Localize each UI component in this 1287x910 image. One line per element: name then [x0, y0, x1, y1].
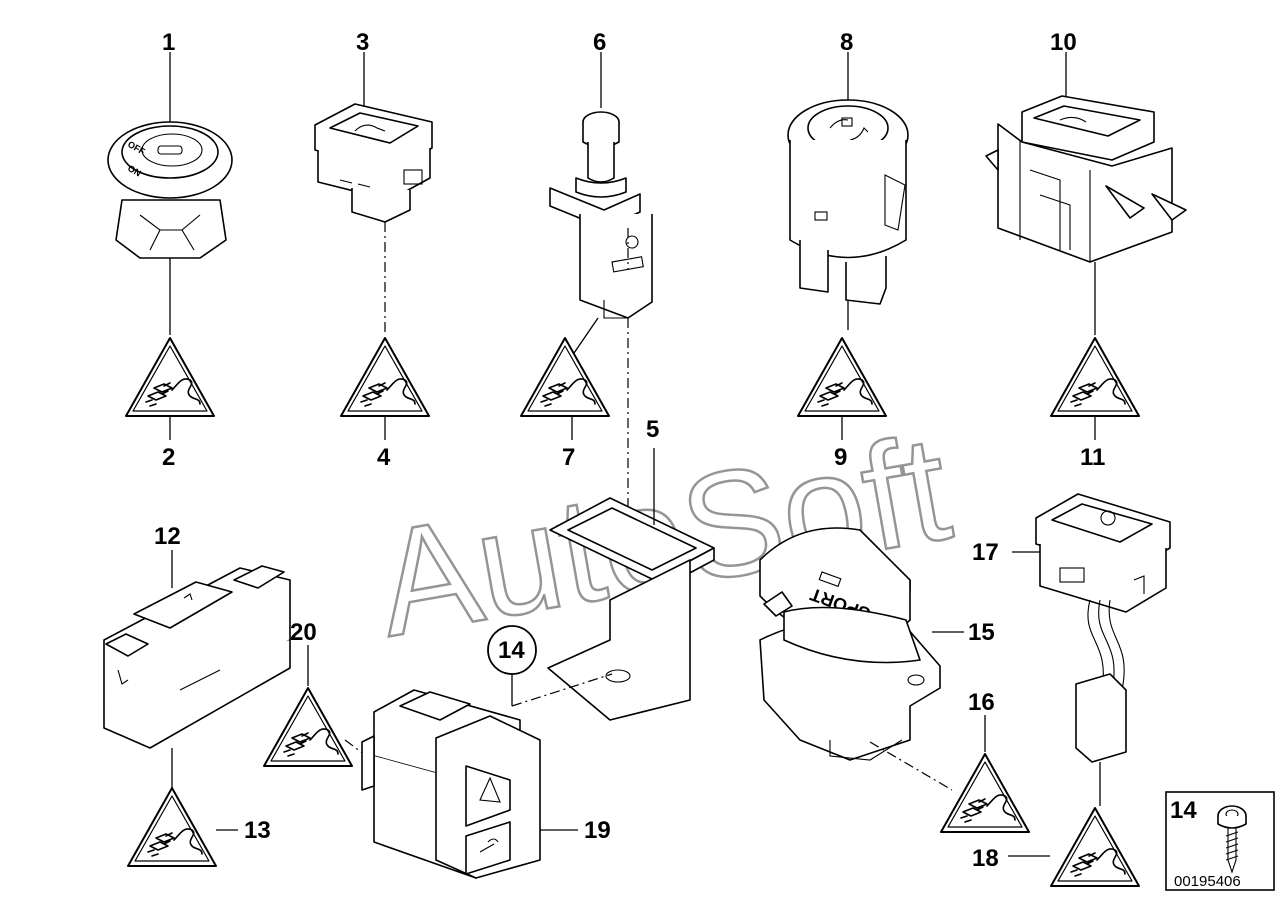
part-6-brake-switch: [549, 52, 653, 560]
warning-triangle-20: [263, 687, 353, 767]
warning-triangle-4: [340, 337, 430, 417]
callout-14: 14: [498, 637, 525, 664]
callout-11: 11: [1080, 444, 1105, 471]
part-12-switch-block: [103, 550, 291, 788]
part-1-ignition-lock: OFF ON: [107, 52, 233, 335]
callout-1: 1: [162, 29, 175, 56]
warning-triangle-9: [797, 337, 887, 417]
callout-3: 3: [356, 29, 369, 56]
callout-15: 15: [968, 619, 995, 646]
callout-12: 12: [154, 523, 181, 550]
callout-9: 9: [834, 444, 847, 471]
warning-triangle-11: [1050, 337, 1140, 417]
callout-6: 6: [593, 29, 606, 56]
callout-17: 17: [972, 539, 999, 566]
callout-labels: 1 2 3 4 5 6 7 8 9 10 11 12 13 14 15 16 1…: [154, 29, 1105, 872]
callout-13: 13: [244, 817, 271, 844]
callout-2: 2: [162, 444, 175, 471]
callout-19: 19: [584, 817, 611, 844]
warning-triangle-18: [1050, 807, 1140, 887]
warning-triangle-16: [940, 753, 1030, 833]
callout-5: 5: [646, 416, 659, 443]
part-3-trunk-switch: [314, 52, 433, 335]
part-10-switch-unit: [985, 52, 1187, 335]
legend-box-label: 14: [1170, 797, 1197, 824]
warning-triangle-13: [127, 787, 217, 867]
part-19-hazard-switch: [361, 689, 578, 879]
callout-18: 18: [972, 845, 999, 872]
part-17-rocker-switch: [1012, 493, 1171, 806]
callout-16: 16: [968, 689, 995, 716]
legend-box-14: 14: [1165, 791, 1275, 891]
part-8-start-stop-button: [787, 52, 909, 330]
warning-triangle-7: [520, 337, 610, 417]
callout-4: 4: [377, 444, 391, 471]
callout-7: 7: [562, 444, 575, 471]
callout-10: 10: [1050, 29, 1077, 56]
warning-triangle-2: [125, 337, 215, 417]
part-5-bracket: [511, 448, 715, 721]
drawing-number: 00195406: [1174, 873, 1241, 890]
part-15-sport-button: SPORT: [759, 527, 964, 791]
callout-8: 8: [840, 29, 853, 56]
callout-20: 20: [290, 619, 317, 646]
